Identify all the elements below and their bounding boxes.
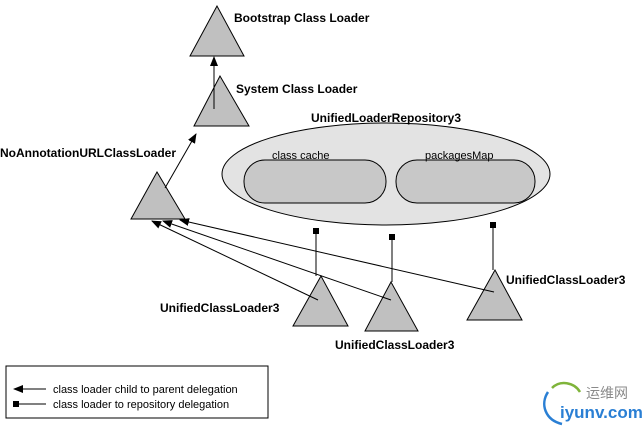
watermark-swoosh-green-icon: [551, 381, 582, 393]
ucl-right-triangle: [466, 268, 523, 321]
noannotation-to-system-arrow: [164, 133, 197, 189]
legend-box: [5, 365, 269, 419]
legend-item-repository-delegation: class loader to repository delegation: [53, 399, 229, 411]
system-triangle: [193, 74, 250, 127]
watermark: 运维网 iyunv.com: [543, 381, 643, 426]
ucl-middle-repository-marker: [389, 234, 395, 240]
watermark-url-text: iyunv.com: [560, 403, 643, 422]
ucl-left-repository-marker: [313, 228, 319, 234]
legend-item-parent-delegation: class loader child to parent delegation: [53, 384, 238, 396]
unified-loader-repository: [221, 122, 551, 226]
repository-label: UnifiedLoaderRepository3: [311, 111, 461, 125]
legend-square-icon: [13, 401, 19, 407]
ucl-left-to-noannotation-arrow: [151, 220, 319, 301]
packages-map-label: packagesMap: [425, 150, 494, 162]
ucl-left-label: UnifiedClassLoader3: [160, 301, 280, 315]
ucl-left-triangle: [292, 274, 349, 327]
ucl-middle-label: UnifiedClassLoader3: [335, 338, 455, 352]
watermark-swoosh-icon: [543, 391, 563, 426]
packages-map-box: [395, 159, 536, 204]
ucl-middle-triangle: [364, 280, 419, 332]
system-label: System Class Loader: [236, 82, 358, 96]
noannotation-label: NoAnnotationURLClassLoader: [0, 146, 176, 160]
ucl-right-repository-marker: [490, 222, 496, 228]
bootstrap-label: Bootstrap Class Loader: [234, 11, 370, 25]
noannotation-triangle: [130, 170, 186, 220]
watermark-chinese-text: 运维网: [586, 386, 628, 402]
class-cache-box: [243, 159, 387, 204]
ucl-middle-to-noannotation-arrow: [162, 220, 392, 301]
ucl-right-to-noannotation-arrow: [179, 218, 495, 293]
class-cache-label: class cache: [272, 150, 329, 162]
ucl-right-label: UnifiedClassLoader3: [506, 273, 626, 287]
legend: class loader child to parent delegation …: [5, 365, 269, 419]
